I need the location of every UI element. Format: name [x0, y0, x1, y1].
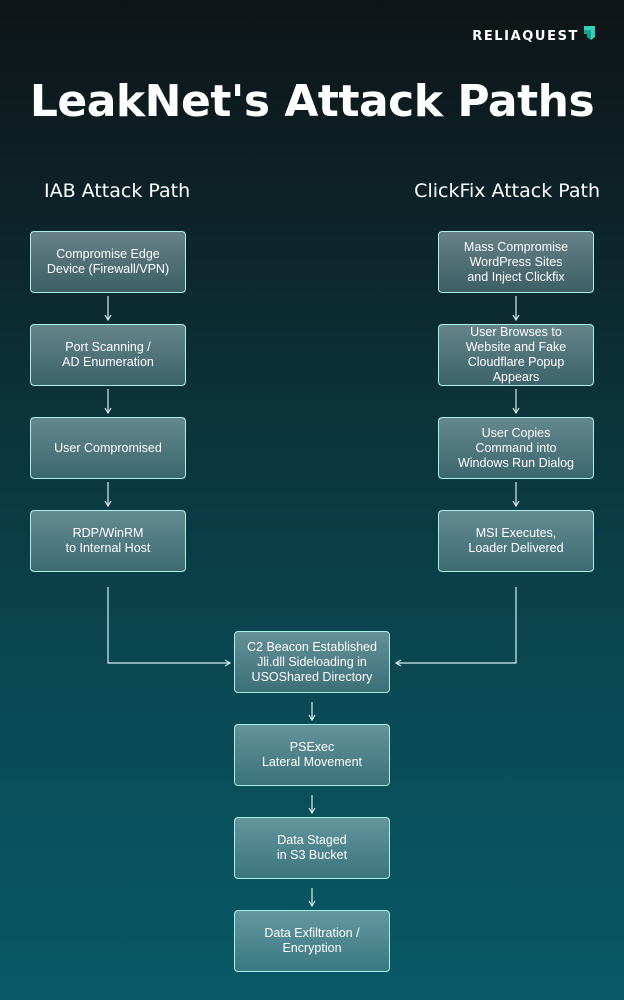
iab-step-3-label: User Compromised [54, 440, 162, 455]
iab-step-2-label: Port Scanning / AD Enumeration [62, 340, 154, 369]
merged-step-3: Data Staged in S3 Bucket [234, 817, 390, 879]
merged-step-1: C2 Beacon Established Jli.dll Sideloadin… [234, 631, 390, 693]
clickfix-step-4-label: MSI Executes, Loader Delivered [468, 526, 564, 555]
arrow-right-merge [394, 587, 517, 667]
clickfix-step-3: User Copies Command into Windows Run Dia… [438, 417, 594, 479]
iab-step-2: Port Scanning / AD Enumeration [30, 324, 186, 386]
clickfix-step-1-label: Mass Compromise WordPress Sites and Inje… [463, 239, 569, 284]
clickfix-step-4: MSI Executes, Loader Delivered [438, 510, 594, 572]
clickfix-step-2-label: User Browses to Website and Fake Cloudfl… [465, 325, 567, 384]
arrow-left-merge [107, 587, 232, 667]
clickfix-step-3-label: User Copies Command into Windows Run Dia… [457, 425, 575, 470]
iab-step-4-label: RDP/WinRM to Internal Host [65, 526, 151, 555]
iab-step-4: RDP/WinRM to Internal Host [30, 510, 186, 572]
clickfix-step-1: Mass Compromise WordPress Sites and Inje… [438, 231, 594, 293]
merged-step-4: Data Exfiltration / Encryption [234, 910, 390, 972]
logo-text: RELIAQUEST [472, 28, 579, 44]
clickfix-path-title: ClickFix Attack Path [414, 180, 600, 202]
iab-step-3: User Compromised [30, 417, 186, 479]
merged-step-3-label: Data Staged in S3 Bucket [276, 833, 348, 862]
reliaquest-logo: RELIAQUEST [472, 24, 596, 48]
clickfix-step-2: User Browses to Website and Fake Cloudfl… [438, 324, 594, 386]
merged-step-1-label: C2 Beacon Established Jli.dll Sideloadin… [247, 639, 377, 684]
iab-step-1: Compromise Edge Device (Firewall/VPN) [30, 231, 186, 293]
page-title: LeakNet's Attack Paths [29, 76, 595, 127]
iab-step-1-label: Compromise Edge Device (Firewall/VPN) [46, 247, 170, 276]
logo-mark-icon [584, 26, 595, 40]
merged-step-4-label: Data Exfiltration / Encryption [264, 926, 360, 955]
iab-path-title: IAB Attack Path [44, 180, 191, 202]
merged-step-2: PSExec Lateral Movement [234, 724, 390, 786]
merged-step-2-label: PSExec Lateral Movement [261, 740, 363, 769]
